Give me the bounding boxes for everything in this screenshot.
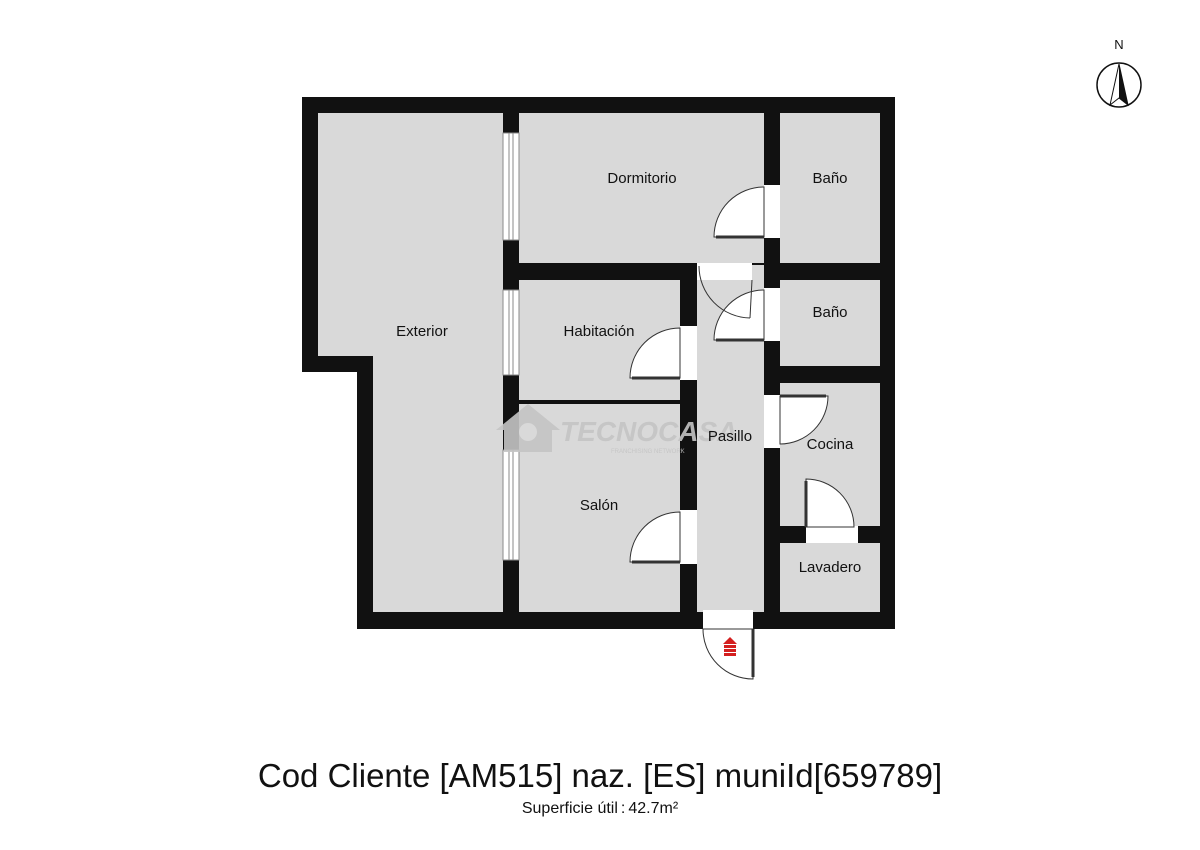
- label-dormitorio: Dormitorio: [607, 170, 676, 187]
- doors: [629, 186, 855, 680]
- door-habitacion: [629, 327, 681, 379]
- entrance-marker-icon: [723, 637, 737, 656]
- label-cocina: Cocina: [807, 436, 854, 453]
- label-salon: Salón: [580, 497, 618, 514]
- surface-label: Superficie útil: [521, 800, 618, 817]
- opening-pasillo-cocina: [764, 395, 780, 448]
- opening-cocina-lavadero: [806, 526, 858, 543]
- opening-dormitorio-pasillo: [697, 263, 752, 280]
- opening-habitacion-pasillo: [680, 326, 697, 380]
- room-lavadero: [780, 543, 880, 612]
- room-bano-1: [780, 113, 880, 263]
- room-bano-2: [780, 280, 880, 366]
- label-bano-2: Baño: [812, 304, 847, 321]
- window-salon: [502, 449, 520, 561]
- north-label: N: [1114, 37, 1123, 52]
- north-compass: N: [1096, 37, 1142, 108]
- tecnocasa-logo: TECNOCASA FRANCHISING NETWORK: [496, 404, 737, 455]
- opening-entrance: [703, 610, 753, 629]
- client-code-title: Cod Cliente [AM515] naz. [ES] muniId[659…: [257, 757, 943, 794]
- windows: [502, 132, 520, 561]
- label-exterior: Exterior: [396, 323, 448, 340]
- opening-dormitorio-bano: [764, 185, 780, 238]
- door-dormitorio-swing: [698, 265, 751, 319]
- opening-salon-pasillo: [680, 510, 697, 564]
- watermark-brand: TECNOCASA: [560, 416, 737, 447]
- surface-value: 42.7m²: [628, 800, 679, 817]
- label-pasillo: Pasillo: [708, 428, 752, 445]
- surface-info: Superficie útil:42.7m²: [521, 800, 679, 817]
- label-habitacion: Habitación: [564, 323, 635, 340]
- door-lavadero: [805, 478, 855, 528]
- label-lavadero: Lavadero: [799, 559, 862, 576]
- door-cocina: [779, 395, 829, 445]
- label-bano-1: Baño: [812, 170, 847, 187]
- door-dormitorio-bano: [713, 186, 765, 238]
- window-habitacion: [502, 289, 520, 376]
- room-exterior: [318, 113, 503, 612]
- window-dormitorio: [502, 132, 520, 241]
- opening-pasillo-bano: [764, 288, 780, 341]
- room-dormitorio: [519, 113, 764, 263]
- watermark-tagline: FRANCHISING NETWORK: [611, 449, 685, 455]
- door-pasillo-bano: [713, 289, 765, 341]
- door-salon: [629, 511, 681, 563]
